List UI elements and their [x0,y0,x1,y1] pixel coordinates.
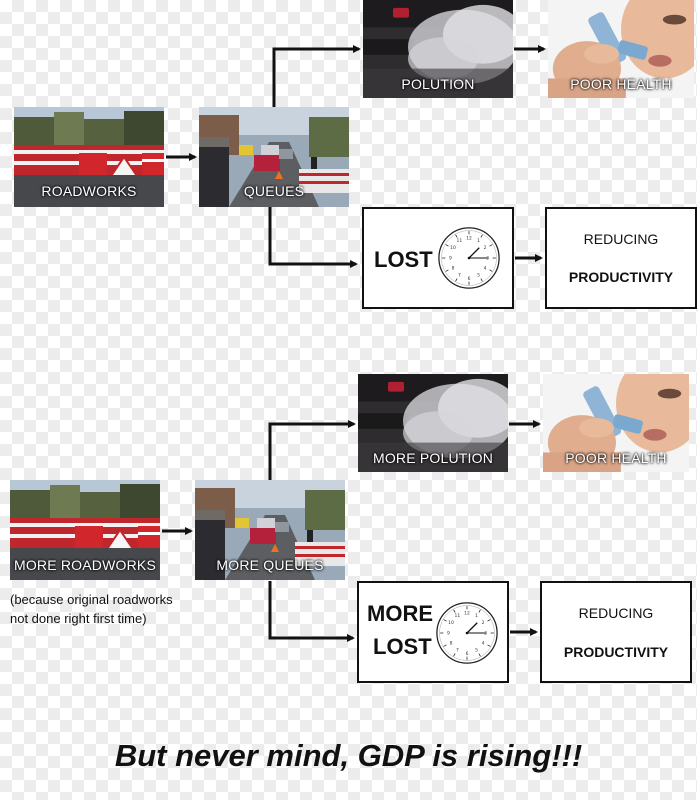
roadworks-photo: ROADWORKS [14,107,164,207]
more-roadworks-photo: MORE ROADWORKS [10,480,160,580]
roadworks-note: (because original roadworks not done rig… [10,592,173,626]
more-roadworks-caption: MORE ROADWORKS [13,557,157,573]
more-health-photo: POOR HEALTH [543,374,689,472]
roadworks-caption: ROADWORKS [41,183,137,199]
health-caption: POOR HEALTH [570,76,672,92]
health-photo: POOR HEALTH [548,0,694,98]
pollution-photo: POLUTION [363,0,513,98]
more-queues-photo: MORE QUEUES [195,480,345,580]
pollution-caption: POLUTION [401,76,475,92]
lost-time-box: LOST [362,207,514,309]
productivity-box: REDUCING PRODUCTIVITY [545,207,697,309]
arrow-queues-to-pollution [272,45,361,107]
queues-photo: QUEUES [199,107,349,207]
arrow-more-queues-to-lost [268,581,355,642]
productivity-label: PRODUCTIVITY [563,644,669,660]
more-health-caption: POOR HEALTH [565,450,667,466]
queues-caption: QUEUES [243,183,305,199]
more-lost-time-box: MORE LOST [357,581,509,683]
productivity-label: PRODUCTIVITY [568,269,674,285]
clock-icon [437,226,501,290]
clock-icon [435,601,499,665]
lost-label: LOST [374,247,433,272]
more-pollution-caption: MORE POLUTION [372,450,494,466]
more-productivity-box: REDUCING PRODUCTIVITY [540,581,692,683]
tagline: But never mind, GDP is rising!!! [114,738,583,773]
reducing-label: REDUCING [578,605,654,621]
more-label: MORE [367,601,433,626]
lost-label: LOST [373,634,432,659]
arrow-more-queues-to-pollution [268,420,356,480]
reducing-label: REDUCING [583,231,659,247]
more-pollution-photo: MORE POLUTION [358,374,508,472]
more-queues-caption: MORE QUEUES [216,557,324,573]
arrow-queues-to-lost [268,207,358,268]
